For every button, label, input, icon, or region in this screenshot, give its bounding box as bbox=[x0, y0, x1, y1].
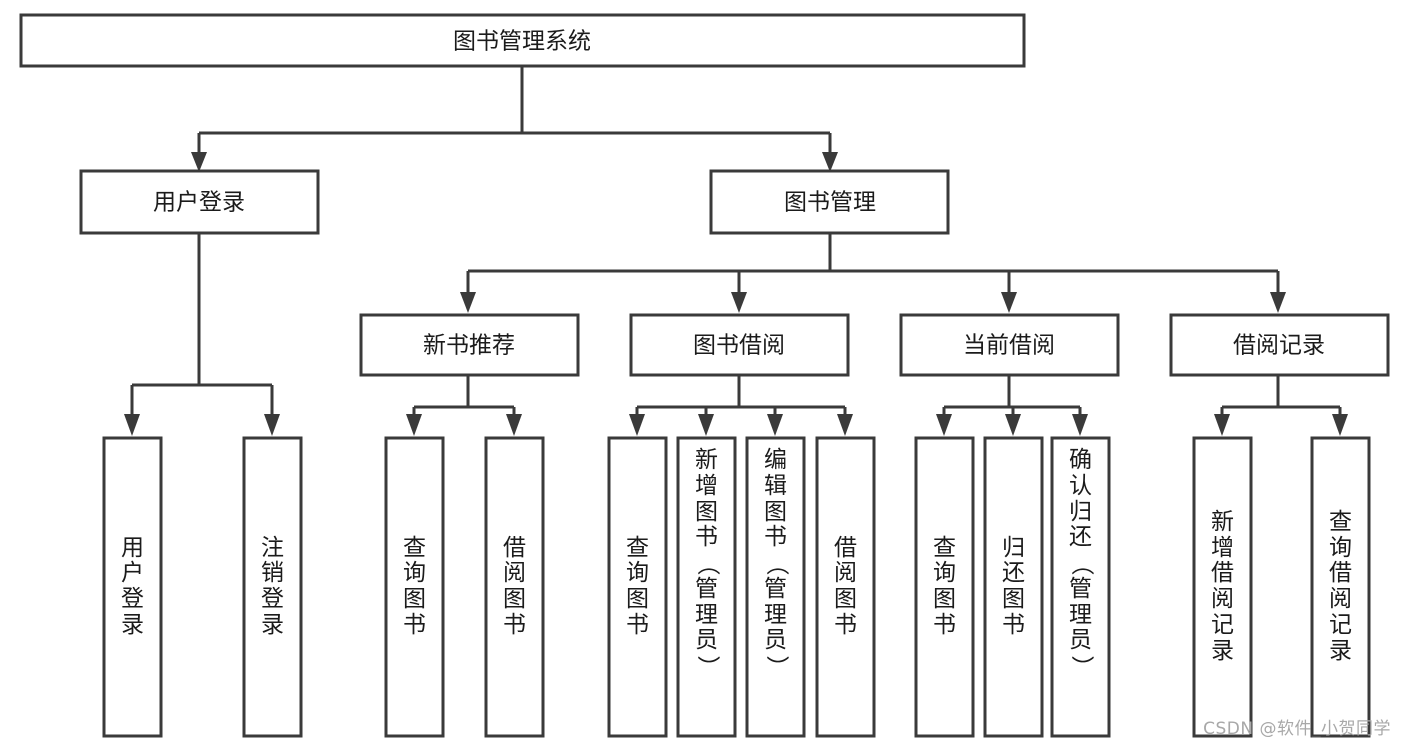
leaf-box-record-add[interactable] bbox=[1192, 436, 1253, 738]
leaf-box-borrow-add[interactable] bbox=[676, 436, 737, 738]
node-borrow-record-box[interactable] bbox=[1169, 313, 1390, 377]
node-user-login-label: 用户登录 bbox=[153, 190, 245, 216]
leaf-box-newbook-query[interactable] bbox=[384, 436, 445, 738]
arrow-bookborrow-leaf-2 bbox=[698, 414, 714, 436]
arrow-to-leaf-logout bbox=[264, 414, 280, 436]
leaf-box-borrow-query[interactable] bbox=[607, 436, 668, 738]
node-borrow-record-label: 借阅记录 bbox=[1233, 333, 1325, 359]
arrow-to-user-login bbox=[191, 152, 207, 172]
leaf-box-borrow-lend[interactable] bbox=[815, 436, 876, 738]
node-new-book-label: 新书推荐 bbox=[423, 333, 515, 359]
connector-currentborrow-bus bbox=[942, 375, 1082, 420]
arrow-currentborrow-leaf-1 bbox=[936, 414, 952, 436]
node-current-borrow-label: 当前借阅 bbox=[963, 333, 1055, 359]
connector-bookborrow-bus bbox=[635, 375, 847, 420]
connector-layer bbox=[124, 66, 1348, 436]
node-root-label: 图书管理系统 bbox=[453, 29, 591, 55]
connector-newbook-bus bbox=[412, 375, 516, 420]
arrow-currentborrow-leaf-2 bbox=[1005, 414, 1021, 436]
arrow-to-book-manage bbox=[822, 152, 838, 172]
connector-root-bus bbox=[197, 66, 832, 157]
arrow-to-book-borrow bbox=[731, 292, 747, 313]
leaf-box-current-confirm[interactable] bbox=[1050, 436, 1111, 738]
arrow-borrowrecord-leaf-2 bbox=[1332, 414, 1348, 436]
connector-borrowrecord-bus bbox=[1220, 375, 1342, 420]
node-book-manage-box[interactable] bbox=[709, 169, 950, 235]
arrow-to-borrow-record bbox=[1270, 292, 1286, 313]
node-book-manage-label: 图书管理 bbox=[784, 190, 876, 216]
connector-userlogin-bus bbox=[130, 233, 274, 420]
arrow-bookborrow-leaf-4 bbox=[837, 414, 853, 436]
leaf-box-current-query[interactable] bbox=[914, 436, 975, 738]
arrow-to-current-borrow bbox=[1001, 292, 1017, 313]
connector-bookmanage-bus bbox=[466, 233, 1280, 298]
node-root-box[interactable] bbox=[19, 13, 1026, 68]
node-new-book-box[interactable] bbox=[359, 313, 580, 377]
leaf-box-user-login[interactable] bbox=[102, 436, 163, 738]
node-user-login-box[interactable] bbox=[79, 169, 320, 235]
arrow-to-new-book bbox=[460, 292, 476, 313]
arrow-newbook-leaf-2 bbox=[506, 414, 522, 436]
leaf-box-borrow-edit[interactable] bbox=[745, 436, 806, 738]
arrow-newbook-leaf-1 bbox=[406, 414, 422, 436]
node-book-borrow-box[interactable] bbox=[629, 313, 850, 377]
arrow-borrowrecord-leaf-1 bbox=[1214, 414, 1230, 436]
leaf-box-record-query[interactable] bbox=[1310, 436, 1371, 738]
node-current-borrow-box[interactable] bbox=[899, 313, 1120, 377]
leaf-box-current-return[interactable] bbox=[983, 436, 1044, 738]
arrow-bookborrow-leaf-3 bbox=[767, 414, 783, 436]
arrow-bookborrow-leaf-1 bbox=[629, 414, 645, 436]
arrow-to-leaf-user-login bbox=[124, 414, 140, 436]
leaf-box-newbook-borrow[interactable] bbox=[484, 436, 545, 738]
arrow-currentborrow-leaf-3 bbox=[1072, 414, 1088, 436]
leaf-box-logout[interactable] bbox=[242, 436, 303, 738]
node-book-borrow-label: 图书借阅 bbox=[693, 333, 785, 359]
node-layer: 图书管理系统 用户登录 图书管理 新书推荐 图书借阅 当前借阅 借阅记录 bbox=[19, 13, 1390, 738]
